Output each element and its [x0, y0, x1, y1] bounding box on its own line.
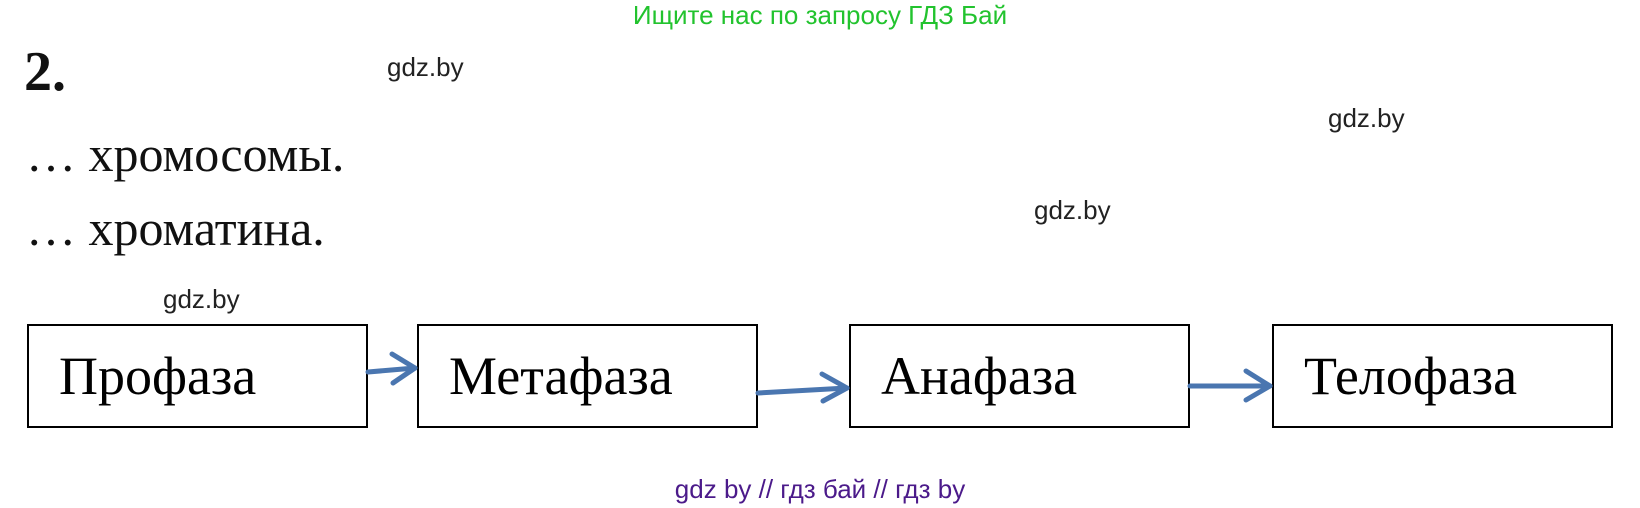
- watermark: gdz.by: [1034, 195, 1111, 225]
- phase-label: Профаза: [59, 346, 257, 406]
- footer-watermark: gdz by // гдз бай // гдз by: [674, 474, 966, 504]
- phase-label: Метафаза: [449, 346, 673, 406]
- phase-box-anaphase: Анафаза: [849, 324, 1190, 428]
- phase-label: Анафаза: [881, 346, 1078, 406]
- arrow-right-icon: [755, 371, 850, 404]
- answer-line-1: … хромосомы.: [26, 126, 345, 182]
- phase-box-metaphase: Метафаза: [417, 324, 758, 428]
- arrow-right-icon: [1187, 368, 1273, 403]
- search-banner: Ищите нас по запросу ГДЗ Бай: [632, 0, 1008, 30]
- phase-label: Телофаза: [1304, 346, 1518, 406]
- phase-box-telophase: Телофаза: [1272, 324, 1613, 428]
- task-number: 2.: [24, 41, 66, 103]
- answer-line-2: … хроматина.: [26, 200, 325, 256]
- arrow-right-icon: [365, 351, 418, 386]
- watermark: gdz.by: [387, 52, 464, 82]
- phase-box-prophase: Профаза: [27, 324, 368, 428]
- watermark: gdz.by: [163, 284, 240, 314]
- watermark: gdz.by: [1328, 103, 1405, 133]
